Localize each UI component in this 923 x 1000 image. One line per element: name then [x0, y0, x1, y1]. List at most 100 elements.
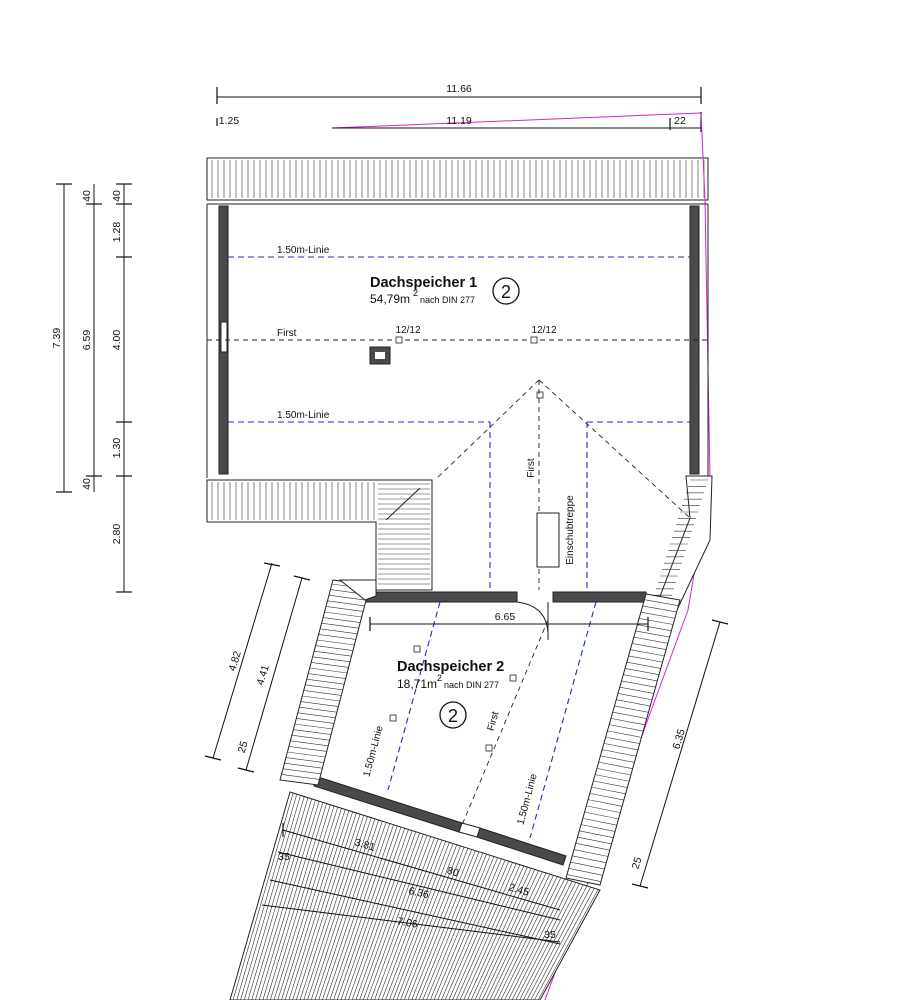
roof-hatch-line [296, 718, 335, 724]
left-dimensions: 7.39 40 6.59 40 40 1.28 4.00 1.30 2.80 [51, 183, 132, 593]
roof-hatch-line [262, 802, 324, 1000]
roof-hatch-line [355, 831, 417, 1000]
roof-hatch-line [327, 600, 365, 607]
roof-hatch-line [308, 673, 346, 679]
room1-number: 2 [501, 282, 511, 302]
roof-hatch-line [444, 859, 506, 1000]
dim-left-seg-128: 1.28 [111, 222, 123, 243]
roof-hatch-line [433, 856, 495, 1000]
roof-hatch-line [328, 594, 367, 601]
roof-hatch-line [635, 630, 670, 638]
roof-hatch-line [381, 839, 443, 1000]
roof-hatch-line [315, 645, 353, 651]
dim-left-seg-280: 2.80 [111, 524, 123, 545]
roof-hatch-line [322, 821, 383, 1000]
roof-hatch-line [437, 857, 498, 1000]
room2-number-circle [439, 701, 467, 729]
dim-top-total: 11.66 [446, 83, 472, 95]
roof-hatch-line [322, 617, 361, 623]
bottom-roof [229, 791, 601, 1000]
roof-hatch-line [333, 824, 394, 1000]
roof-hatch-line [389, 842, 450, 1000]
top-dimensions: 11.66 1.25 11.19 22 [216, 83, 702, 132]
roof-hatch-line [504, 878, 565, 1000]
roof-hatch-line [311, 662, 349, 668]
dim-bottom-706: 7.06 [396, 915, 418, 930]
roof-hatch-line [307, 816, 368, 1000]
roof-hatch-line [572, 855, 607, 864]
stair-opening [536, 512, 560, 568]
dim-diag-635: 6.35 [670, 727, 687, 750]
roof-hatch-line [511, 881, 573, 1000]
roof-hatch-line [616, 699, 651, 707]
bottom-dimensions: 3.81 35 80 2.45 6.36 7.06 35 [261, 823, 561, 945]
roof-hatch-line [617, 693, 653, 701]
roof-hatch-line [633, 636, 668, 644]
roof-hatch-line [277, 807, 339, 1000]
roof-hatch-line [385, 841, 446, 1000]
roof-hatch-line [374, 837, 435, 1000]
roof-hatch-line [591, 786, 626, 795]
roof-hatch-line [463, 865, 525, 1000]
roof-hatch-line [348, 829, 409, 1000]
roof-hatch-line [288, 746, 327, 752]
roof-hatch-line [441, 858, 502, 1000]
roof-hatch-line [314, 818, 376, 1000]
room1-number-circle [492, 277, 520, 305]
room2-area: 18,71m [397, 677, 437, 691]
roof-hatch-line [582, 818, 617, 826]
roof-hatch-line [284, 809, 346, 1000]
roof-hatch-line [396, 844, 458, 1000]
roof-hatch-line [321, 622, 359, 629]
roof-hatch-line [448, 861, 510, 1000]
dim-mid-665: 6.65 [495, 611, 516, 623]
dim-left-inner: 6.59 [81, 330, 93, 351]
roof-hatch-line [290, 740, 329, 747]
dim-bottom-245: 2.45 [507, 882, 530, 899]
roof-hatch-line [303, 815, 365, 1000]
line-150-r2-left-label: 1.50m-Linie [362, 724, 386, 778]
roof-hatch-line [403, 846, 465, 1000]
roof-hatch-line [329, 823, 391, 1000]
roof-hatch-line [623, 674, 658, 682]
roof-hatch-line [284, 762, 323, 769]
roof-hatch-line [325, 606, 364, 612]
roof-hatch-line [299, 706, 337, 713]
roof-hatch-line [628, 655, 663, 663]
room2-norm: nach DIN 277 [444, 680, 499, 690]
roof-hatch-line [579, 830, 614, 838]
roof-hatch-line [285, 757, 324, 763]
first-vertical-label: First [526, 458, 537, 478]
roof-hatch-line [251, 798, 312, 1000]
roof-hatch-line [530, 886, 591, 1000]
dim-diag-25-right: 25 [630, 856, 645, 871]
roof-hatch-line [266, 803, 327, 1000]
roof-hatch-line [600, 755, 635, 763]
dim-diag-441: 4.41 [254, 663, 271, 686]
roof-hatch-line [351, 830, 413, 1000]
roof-hatch-line [577, 836, 612, 845]
room1-title: Dachspeicher 1 [370, 275, 477, 291]
roof-hatch-line [619, 686, 654, 694]
dim-left-top-40a: 40 [81, 190, 93, 202]
roof-hatch-line [459, 864, 521, 1000]
roof-hatch-line [305, 684, 343, 691]
roof-hatch-line [630, 649, 665, 657]
room2-left-eave [279, 579, 377, 786]
roof-hatch-line [324, 611, 362, 618]
first-r2-label: First [486, 710, 502, 732]
roof-hatch-line [586, 805, 621, 813]
roof-hatch-line [236, 794, 298, 1000]
roof-hatch-line [642, 605, 677, 613]
roof-hatch-line [366, 835, 428, 1000]
roof-hatch-line [624, 668, 660, 675]
roof-hatch-line [593, 780, 628, 788]
dim-diag-25-left: 25 [236, 740, 251, 755]
roof-hatch-line [607, 730, 642, 738]
roof-hatch-line [415, 850, 476, 1000]
roof-hatch-line [325, 822, 387, 1000]
first-left-label: First [277, 328, 297, 339]
roof-hatch-line [534, 888, 595, 1000]
roof-hatch-line [255, 799, 316, 1000]
